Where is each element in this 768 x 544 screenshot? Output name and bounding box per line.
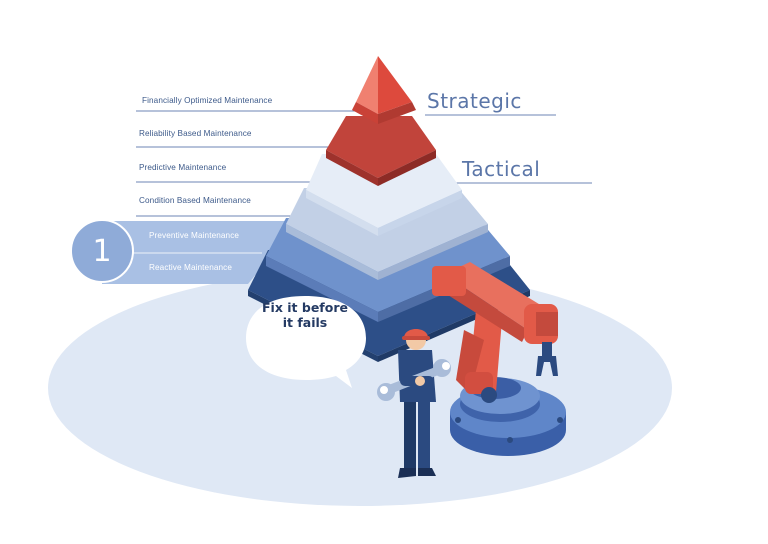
robot-arm: [432, 262, 566, 456]
speech-bubble-text: Fix it before it fails: [253, 300, 357, 330]
speech-bubble-line-1: Fix it before: [262, 300, 348, 315]
tier-strategic: Strategic: [427, 89, 522, 113]
pyramid: [248, 56, 530, 362]
speech-bubble-line-2: it fails: [282, 315, 328, 330]
level-label-financially-optimized: Financially Optimized Maintenance: [142, 96, 273, 105]
level-label-condition-based: Condition Based Maintenance: [139, 196, 251, 205]
speech-bubble: [246, 296, 366, 388]
level-label-reactive: Reactive Maintenance: [149, 263, 233, 272]
worker-figure: [377, 329, 451, 478]
level-badge: [70, 219, 134, 283]
label-lines: [136, 110, 592, 217]
level-badge-number: 1: [92, 233, 112, 269]
level-label-preventive: Preventive Maintenance: [149, 231, 240, 240]
level-label-reliability-based: Reliability Based Maintenance: [139, 129, 252, 138]
level-label-predictive: Predictive Maintenance: [139, 163, 227, 172]
tier-tactical: Tactical: [462, 157, 541, 181]
